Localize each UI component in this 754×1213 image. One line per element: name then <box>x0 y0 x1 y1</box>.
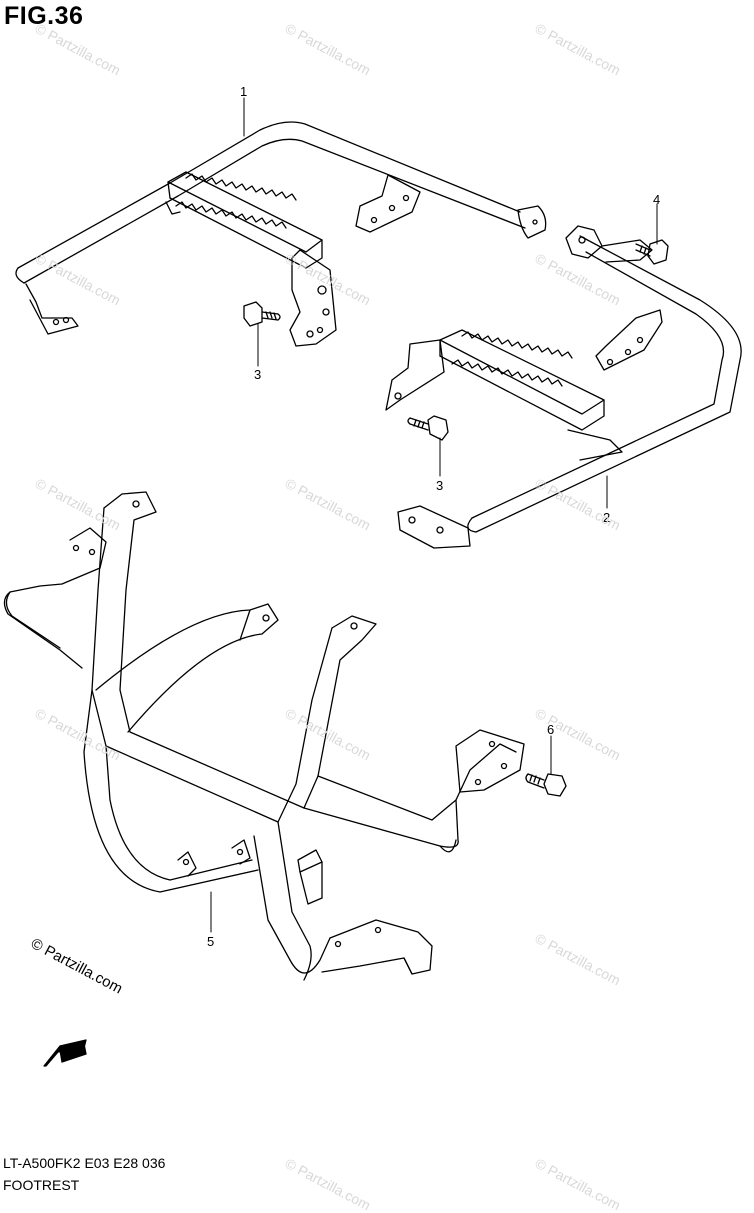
bolt-3b-icon <box>407 415 449 441</box>
bolt-4-icon <box>635 239 669 265</box>
callout-1: 1 <box>240 84 248 99</box>
callout-3a: 3 <box>254 367 262 382</box>
callout-3b: 3 <box>436 478 444 493</box>
callout-2: 2 <box>603 510 611 525</box>
footrest-left-frame <box>15 121 547 347</box>
bolt-3a-icon <box>243 301 281 327</box>
callout-5: 5 <box>207 934 215 949</box>
leader-lines <box>210 97 658 933</box>
footrest-right-frame <box>385 225 742 549</box>
fwd-arrow-icon <box>43 1039 87 1067</box>
figure-code: LT-A500FK2 E03 E28 036 <box>3 1155 166 1171</box>
callout-4: 4 <box>653 192 661 207</box>
footrest-stay-bracket <box>3 491 525 981</box>
figure-title: FIG.36 <box>4 2 84 30</box>
figure-name: FOOTREST <box>3 1177 80 1193</box>
callout-6: 6 <box>547 722 555 737</box>
bolt-6-icon <box>525 773 567 797</box>
